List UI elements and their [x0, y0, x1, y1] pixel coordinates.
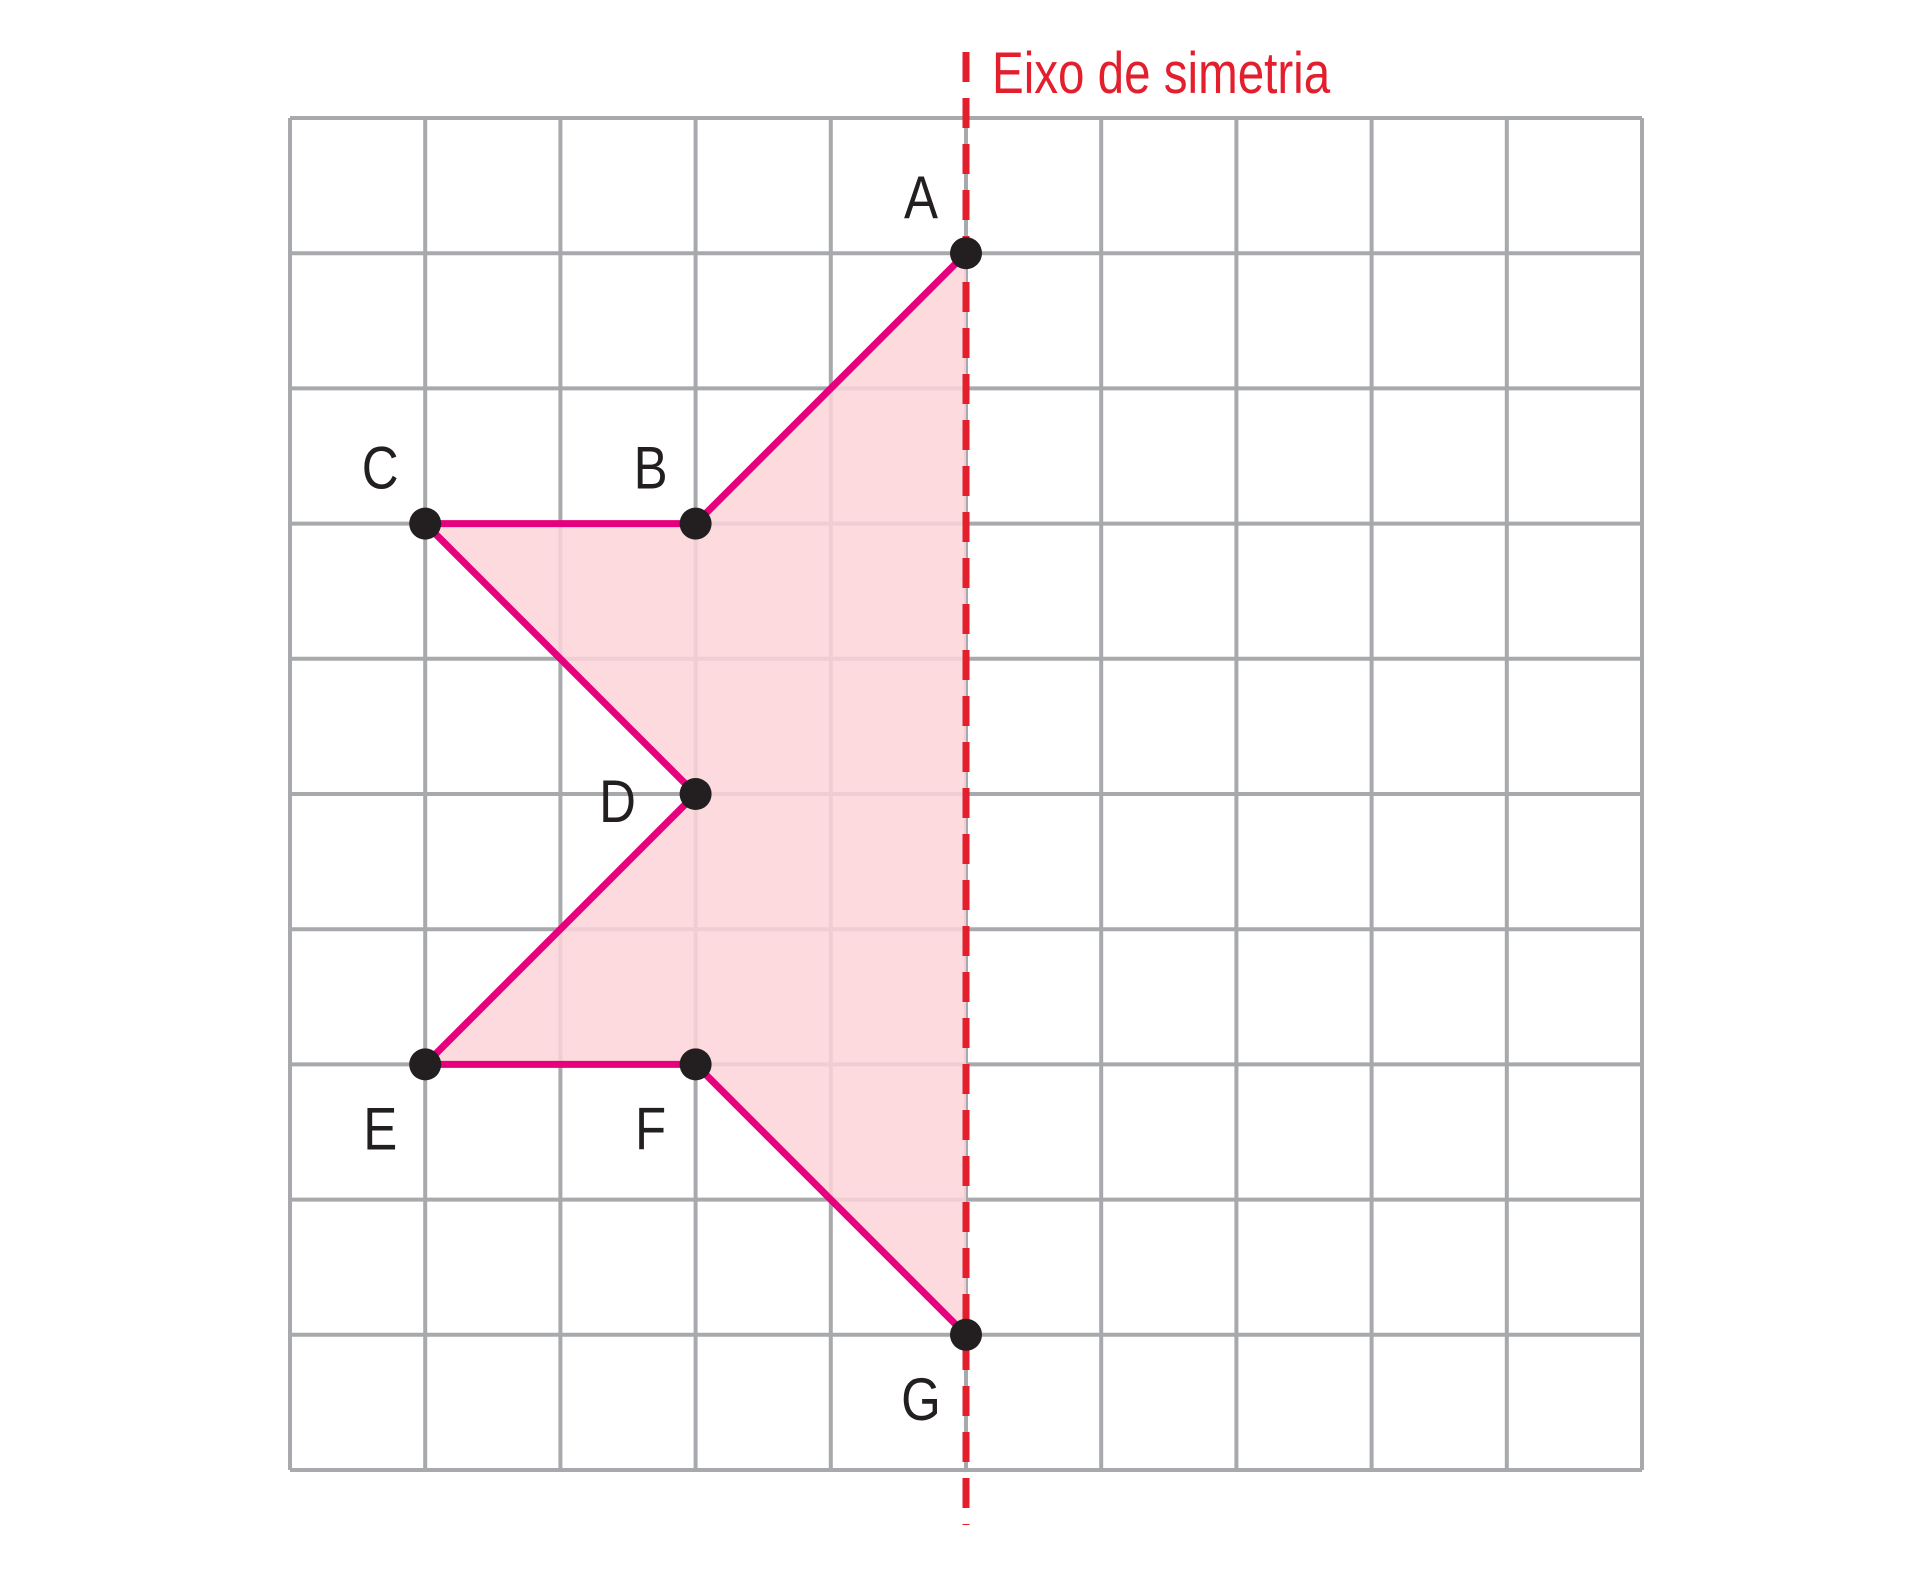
point-label-d: D: [599, 768, 636, 835]
point-e: [409, 1048, 442, 1081]
points-layer: A B C D E F G: [362, 164, 982, 1433]
point-f: [679, 1048, 712, 1081]
point-label-c: C: [362, 435, 399, 502]
point-label-a: A: [904, 164, 939, 231]
point-b: [679, 507, 712, 540]
point-label-f: F: [635, 1096, 666, 1163]
point-label-e: E: [363, 1096, 397, 1163]
point-label-b: B: [634, 435, 668, 502]
symmetry-axis-label: Eixo de simetria: [992, 42, 1331, 107]
point-g: [950, 1318, 982, 1351]
point-c: [409, 507, 442, 540]
point-a: [950, 237, 982, 270]
point-label-g: G: [901, 1366, 941, 1433]
point-d: [679, 778, 712, 810]
